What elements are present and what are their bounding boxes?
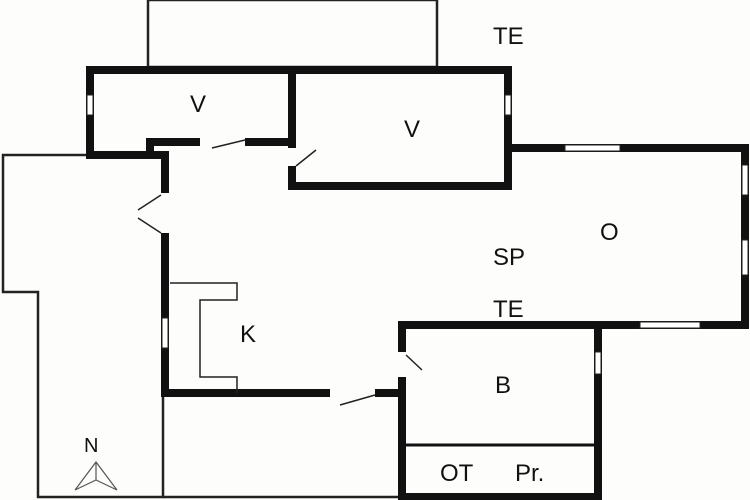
room-label-terrace-top: TE [493,23,524,50]
windows [86,94,749,375]
room-label-ot: OT [440,460,474,487]
compass-label: N [84,435,98,457]
room-label-o: O [600,219,619,246]
room-label-sp: SP [493,244,525,271]
walls [86,66,749,500]
room-label-v-right: V [404,116,420,143]
room-label-pr: Pr. [515,460,544,487]
terrace-top-outline [146,0,439,69]
north-arrow-icon [74,461,118,491]
room-label-v-left: V [190,91,206,118]
kitchen-counter [170,282,238,393]
room-label-kitchen: K [240,321,256,348]
room-label-terrace-mid: TE [493,296,524,323]
room-label-bath: B [495,372,511,399]
terrace-left-outline [1,153,165,499]
doors [137,138,423,406]
